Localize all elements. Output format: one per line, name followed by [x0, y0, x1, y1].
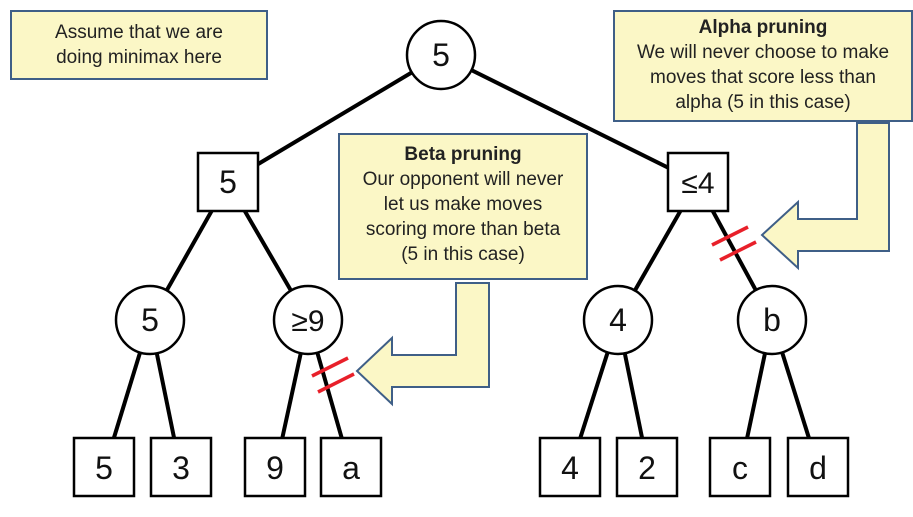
- leaf-node: 2: [615, 436, 679, 498]
- note-line: doing minimax here: [56, 47, 222, 68]
- max-node-4-value: b: [763, 302, 781, 338]
- leaf-value: 2: [638, 450, 656, 486]
- note-line: Assume that we are: [55, 22, 223, 43]
- alpha-pruning-callout: Alpha pruning We will never choose to ma…: [613, 10, 913, 122]
- prune-mark-alpha-1: [711, 225, 749, 247]
- min-node-right-value: ≤4: [681, 167, 714, 200]
- leaf-node: a: [319, 436, 383, 498]
- max-node-4: b: [736, 284, 808, 356]
- leaf-value: 4: [561, 450, 579, 486]
- min-node-right: ≤4: [666, 151, 730, 213]
- beta-pruning-line: (5 in this case): [401, 244, 525, 265]
- root-node: 5: [405, 19, 477, 91]
- leaf-value: 3: [172, 450, 190, 486]
- beta-pruning-line: Our opponent will never: [362, 169, 564, 190]
- max-node-3-value: 4: [609, 302, 627, 338]
- max-node-1-value: 5: [141, 302, 159, 338]
- leaf-value: 9: [266, 450, 284, 486]
- beta-pruning-line: let us make moves: [383, 194, 543, 215]
- beta-arrow: [355, 282, 490, 407]
- alpha-pruning-line: moves that score less than: [650, 67, 876, 88]
- edge-root-right: [440, 53, 698, 184]
- min-node-left: 5: [196, 151, 260, 213]
- max-node-1: 5: [114, 284, 186, 356]
- leaf-node: c: [708, 436, 772, 498]
- leaf-node: 4: [538, 436, 602, 498]
- minimax-note: Assume that we are doing minimax here: [10, 10, 268, 80]
- leaf-node: d: [786, 436, 850, 498]
- leaf-value: d: [809, 450, 827, 486]
- leaf-node: 9: [243, 436, 307, 498]
- leaf-node: 3: [149, 436, 213, 498]
- alpha-pruning-title: Alpha pruning: [698, 17, 828, 38]
- beta-pruning-callout: Beta pruning Our opponent will never let…: [338, 133, 588, 280]
- alpha-pruning-line: We will never choose to make: [636, 42, 890, 63]
- prune-marks: [311, 225, 757, 394]
- prune-mark-beta-2: [317, 372, 355, 394]
- alpha-pruning-line: alpha (5 in this case): [675, 92, 851, 113]
- max-node-3: 4: [582, 284, 654, 356]
- prune-mark-alpha-2: [719, 240, 757, 262]
- beta-pruning-title: Beta pruning: [404, 144, 522, 165]
- leaf-node: 5: [72, 436, 136, 498]
- prune-mark-beta-1: [311, 356, 349, 378]
- min-node-left-value: 5: [219, 164, 237, 200]
- edge-root-left: [226, 53, 443, 184]
- beta-pruning-line: scoring more than beta: [365, 219, 561, 240]
- max-node-2: ≥9: [272, 284, 344, 356]
- max-node-2-value: ≥9: [291, 305, 324, 338]
- leaf-value: a: [342, 450, 360, 486]
- leaf-value: c: [732, 450, 748, 486]
- leaf-value: 5: [95, 450, 113, 486]
- root-value: 5: [432, 37, 450, 73]
- alpha-arrow: [760, 122, 890, 271]
